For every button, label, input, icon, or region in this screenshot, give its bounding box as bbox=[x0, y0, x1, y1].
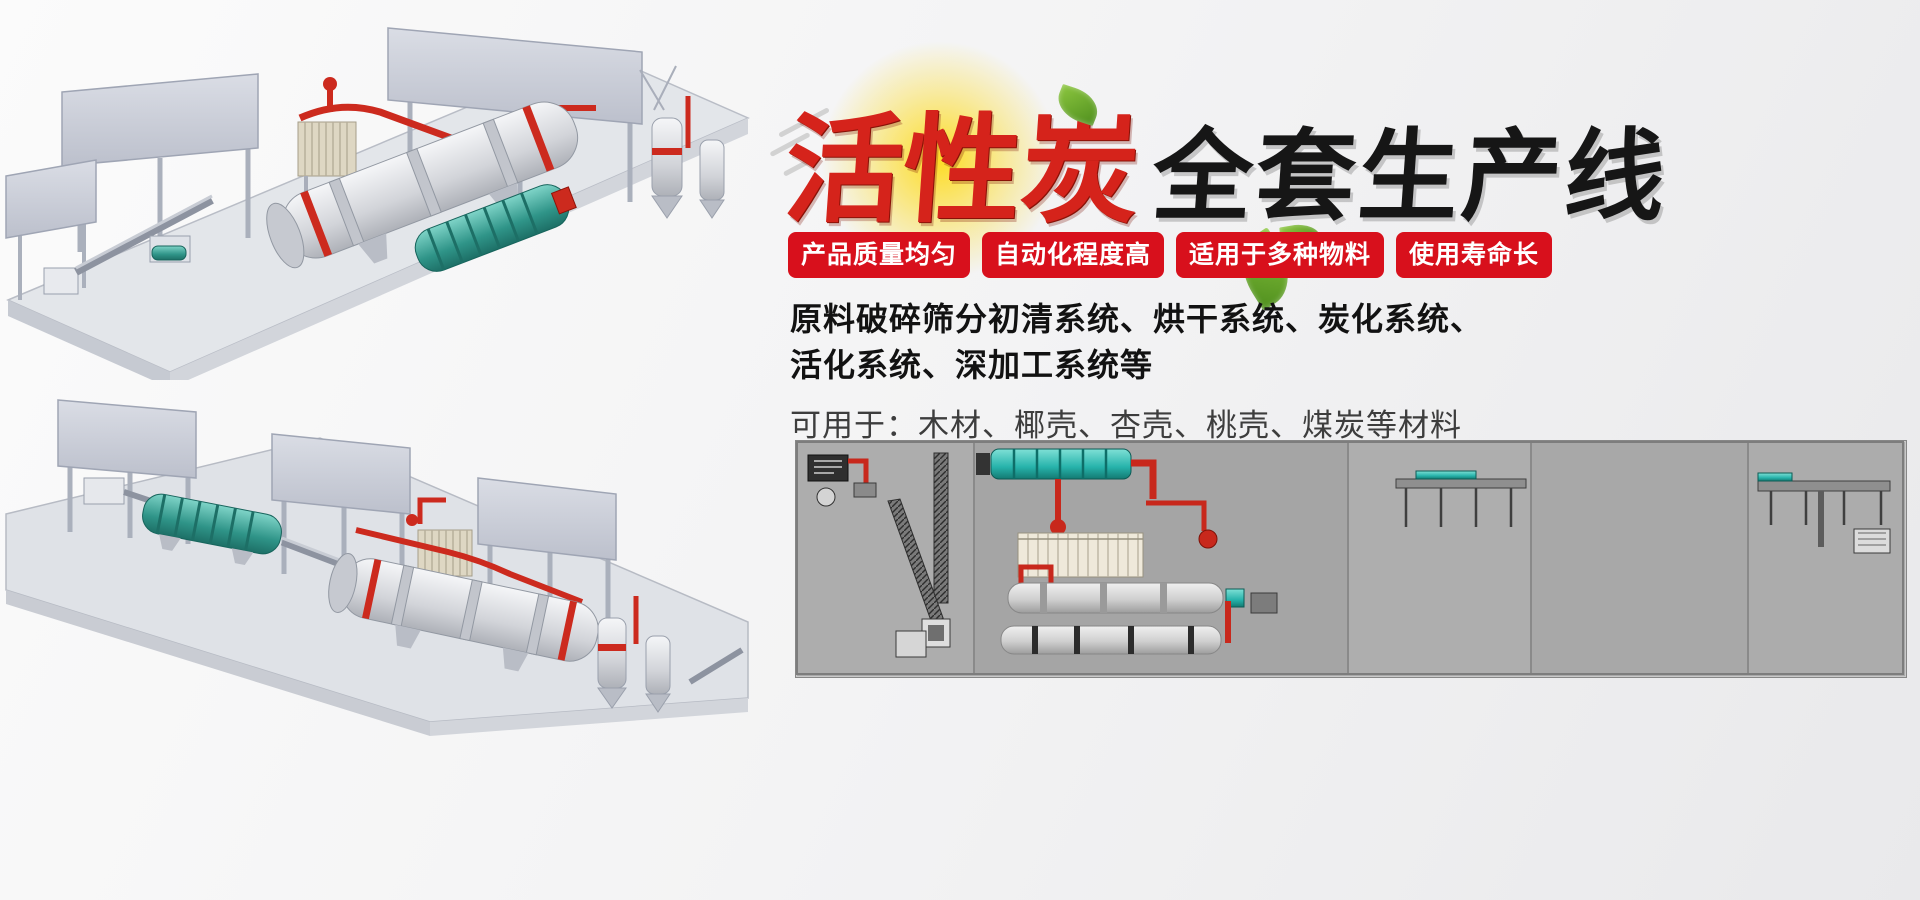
elevated-walls bbox=[5, 27, 643, 300]
furnace-tanks bbox=[639, 65, 725, 219]
carbonization-cylinder bbox=[1007, 564, 1245, 614]
bucket-elevator bbox=[887, 452, 951, 648]
rotary-drum-dryer bbox=[266, 101, 579, 269]
usage-line: 可用于：木材、椰壳、杏壳、桃壳、煤炭等材料 bbox=[790, 408, 1462, 443]
title-rest: 全套生产线 bbox=[1148, 121, 1672, 233]
rotary-drum-activation bbox=[328, 553, 599, 672]
brick-furnace bbox=[1017, 532, 1144, 578]
banner-content: 活性炭全套生产线 产品质量均匀 自动化程度高 适用于多种物料 使用寿命长 原料破… bbox=[769, 0, 1920, 900]
green-rotary-drum bbox=[142, 493, 282, 566]
furnace-tanks bbox=[597, 596, 744, 713]
badge-materials: 适用于多种物料 bbox=[1176, 232, 1385, 278]
infeed-conveyor bbox=[43, 194, 214, 295]
description-line-2: 活化系统、深加工系统等 bbox=[790, 347, 1154, 383]
diagram-drawing bbox=[796, 441, 1904, 675]
packing-conveyor-rack bbox=[1757, 472, 1891, 554]
production-line-diagram bbox=[795, 440, 1907, 678]
teal-drum bbox=[976, 448, 1218, 549]
control-cluster bbox=[807, 454, 877, 507]
wall-sections bbox=[796, 441, 1904, 675]
badge-quality: 产品质量均匀 bbox=[788, 232, 971, 278]
production-line-render-bottom bbox=[5, 399, 749, 736]
badge-lifespan: 使用寿命长 bbox=[1396, 232, 1553, 278]
description-line-1: 原料破碎筛分初清系统、烘干系统、炭化系统、 bbox=[790, 301, 1484, 337]
page-title: 活性炭全套生产线 bbox=[780, 74, 1675, 311]
badge-automation: 自动化程度高 bbox=[982, 232, 1165, 278]
cooling-conveyor-rack bbox=[1395, 470, 1527, 527]
activation-cylinder bbox=[1000, 592, 1278, 655]
feature-badges: 产品质量均匀 自动化程度高 适用于多种物料 使用寿命长 bbox=[788, 232, 1553, 278]
production-line-render-top bbox=[5, 27, 750, 380]
green-rotary-drum bbox=[414, 184, 577, 272]
red-piping bbox=[355, 497, 584, 605]
description-block: 原料破碎筛分初清系统、烘干系统、炭化系统、 活化系统、深加工系统等 可用于：木材… bbox=[790, 296, 1483, 445]
production-line-renders bbox=[0, 0, 780, 900]
discharge-box bbox=[895, 630, 927, 658]
